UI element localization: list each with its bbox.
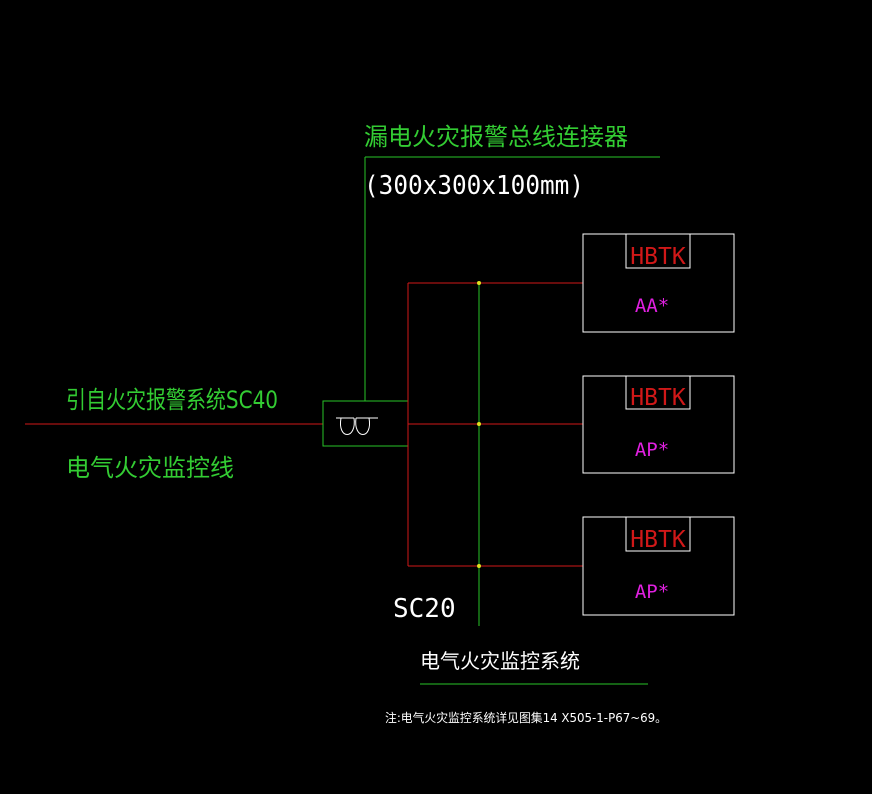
panel-tag-frame bbox=[625, 233, 691, 269]
panel-tag-frame bbox=[625, 375, 691, 410]
panel-box-1: HBTK AA* bbox=[582, 233, 735, 333]
junction-3 bbox=[477, 564, 481, 568]
source-label: 引自火灾报警系统SC40 bbox=[66, 386, 278, 414]
connector-size: (300x300x100mm) bbox=[364, 171, 584, 201]
monitor-line-label: 电气火灾监控线 bbox=[66, 454, 234, 482]
panel-name-3: AP* bbox=[635, 581, 669, 603]
connector-device bbox=[322, 400, 409, 447]
conduit-label: SC20 bbox=[393, 594, 456, 624]
panel-name-2: AP* bbox=[635, 439, 669, 461]
panel-tag-frame bbox=[625, 516, 691, 552]
system-label: 电气火灾监控系统 bbox=[420, 649, 580, 673]
connector-title: 漏电火灾报警总线连接器 bbox=[364, 123, 628, 151]
junction-2 bbox=[477, 422, 481, 426]
panel-name-1: AA* bbox=[635, 295, 669, 317]
panel-tag-1: HBTK bbox=[630, 244, 686, 270]
panel-tag-2: HBTK bbox=[630, 385, 686, 411]
junction-1 bbox=[477, 281, 481, 285]
panel-box-3: HBTK AP* bbox=[582, 516, 735, 616]
connector-symbol bbox=[336, 417, 378, 435]
panel-tag-3: HBTK bbox=[630, 527, 686, 553]
panel-box-2: HBTK AP* bbox=[582, 375, 735, 474]
note-text: 注:电气火灾监控系统详见图集14 X505-1-P67~69。 bbox=[385, 710, 667, 725]
